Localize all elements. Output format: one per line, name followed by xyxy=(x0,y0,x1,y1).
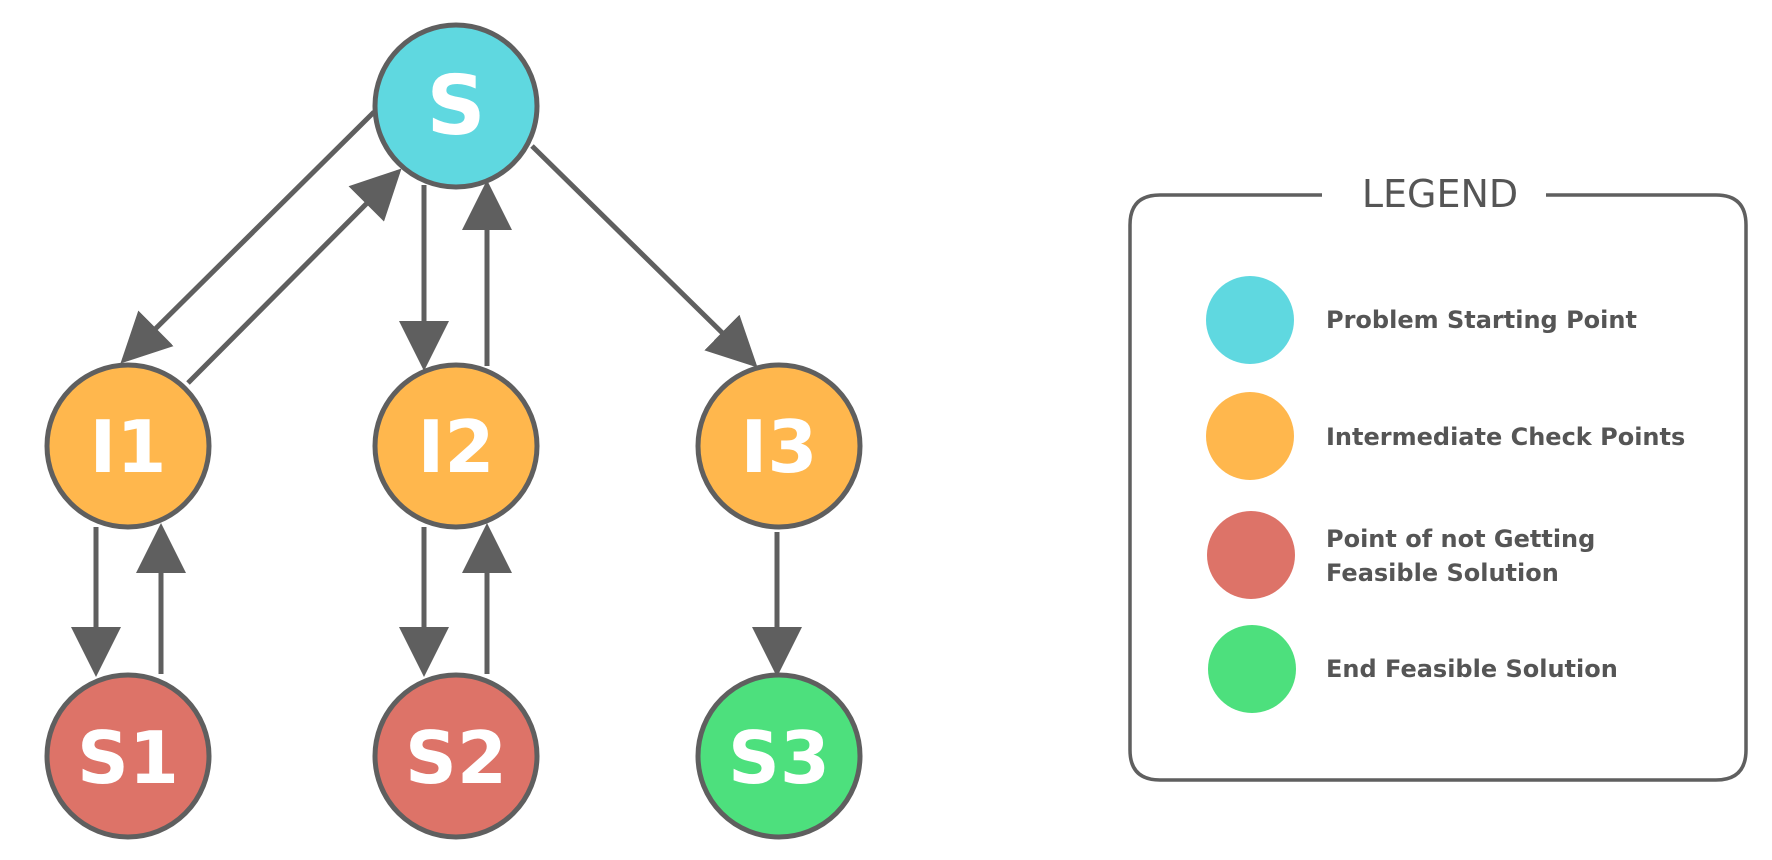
node-s1-circle xyxy=(44,672,212,840)
legend-label-dead-end-line2: Feasible Solution xyxy=(1326,559,1559,587)
edge-s-to-i3 xyxy=(530,144,758,368)
node-s: S xyxy=(372,22,540,190)
legend-label-intermediate: Intermediate Check Points xyxy=(1326,423,1685,451)
node-i3-label: I3 xyxy=(741,405,818,489)
node-i1-circle xyxy=(44,362,212,530)
node-s-label: S xyxy=(426,59,485,154)
edges xyxy=(71,110,802,677)
node-i2: I2 xyxy=(372,362,540,530)
legend-item-intermediate: Intermediate Check Points xyxy=(1206,392,1685,480)
node-i2-label: I2 xyxy=(418,405,495,489)
legend-label-dead-end-line1: Point of not Getting xyxy=(1326,525,1595,553)
node-s1: S1 xyxy=(44,672,212,840)
node-i3-circle xyxy=(695,362,863,530)
node-s-circle xyxy=(372,22,540,190)
nodes: S I1 I2 I3 S1 S2 S3 xyxy=(44,22,863,840)
legend-label-start: Problem Starting Point xyxy=(1326,306,1637,334)
node-i1: I1 xyxy=(44,362,212,530)
node-i1-label: I1 xyxy=(90,405,167,489)
node-s2: S2 xyxy=(372,672,540,840)
node-i3: I3 xyxy=(695,362,863,530)
node-s3-label: S3 xyxy=(728,716,830,800)
legend-item-start: Problem Starting Point xyxy=(1206,276,1637,364)
legend-swatch-intermediate xyxy=(1206,392,1294,480)
legend-title-gap xyxy=(1322,185,1546,205)
edge-s-to-i1 xyxy=(120,110,376,364)
legend-swatch-start xyxy=(1206,276,1294,364)
legend-swatch-dead-end xyxy=(1207,511,1295,599)
legend-frame xyxy=(1128,193,1748,782)
node-s3: S3 xyxy=(695,672,863,840)
legend-title: LEGEND xyxy=(1362,172,1518,216)
legend-item-dead-end: Point of not Getting Feasible Solution xyxy=(1207,511,1595,599)
legend-label-solution: End Feasible Solution xyxy=(1326,655,1618,683)
node-s3-circle xyxy=(695,672,863,840)
edge-i1-to-s xyxy=(186,168,402,385)
node-i2-circle xyxy=(372,362,540,530)
node-s2-circle xyxy=(372,672,540,840)
legend-item-solution: End Feasible Solution xyxy=(1208,625,1618,713)
legend-swatch-solution xyxy=(1208,625,1296,713)
legend: LEGEND Problem Starting Point Intermedia… xyxy=(1128,172,1748,782)
node-s1-label: S1 xyxy=(77,716,179,800)
node-s2-label: S2 xyxy=(405,716,507,800)
